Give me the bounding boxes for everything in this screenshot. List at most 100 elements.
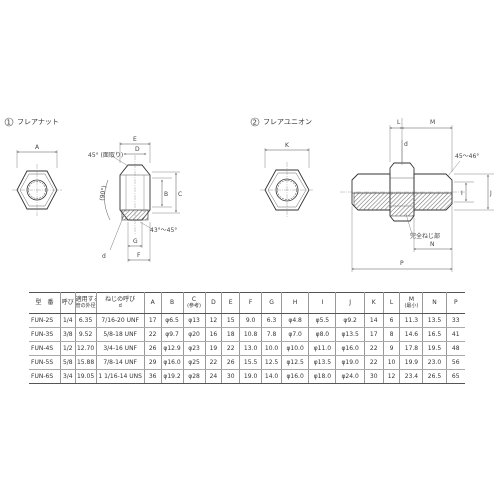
table-cell: 3/4-16 UNF	[96, 341, 145, 356]
fig2-title-text: フレアユニオン	[263, 118, 312, 126]
dim-K: K	[285, 142, 290, 149]
table-cell: 9.0	[239, 313, 263, 328]
header-main: N	[432, 298, 437, 306]
table-cell: 8	[383, 327, 401, 342]
fig1-title: 1 フレアナット	[4, 117, 59, 127]
table-cell: 6	[383, 313, 401, 328]
table-cell: 14	[364, 313, 384, 328]
table-cell: 12.70	[75, 341, 97, 356]
dim-A: A	[35, 144, 40, 151]
dim-d-union: d	[404, 141, 408, 148]
table-cell: 22	[364, 341, 384, 356]
table-cell: 65	[446, 369, 465, 384]
table-cell: φ9.7	[161, 327, 184, 342]
table-cell: 12	[205, 313, 223, 328]
table-header-11: H	[281, 292, 310, 314]
header-main: D	[211, 298, 216, 306]
table-header-10: G	[261, 292, 283, 314]
table-cell: 3/4	[60, 369, 76, 384]
spec-table: 型 番呼び適用する管の外径ねじの呼びdABC(参考)DEFGHIJKLM(最小)…	[29, 292, 465, 384]
table-cell: φ7.0	[281, 327, 310, 342]
table-cell: φ9.2	[335, 313, 365, 328]
table-header-9: F	[239, 292, 263, 314]
table-header-12: I	[308, 292, 337, 314]
table-header-2: 適用する管の外径	[75, 292, 97, 314]
table-cell: φ12.5	[281, 355, 310, 370]
table-header-8: E	[221, 292, 241, 314]
table-cell: 12	[383, 369, 401, 384]
table-header-18: P	[446, 292, 465, 314]
header-main: M	[408, 296, 415, 304]
table-header-0: 型 番	[29, 292, 61, 314]
table-cell: 26	[144, 341, 162, 356]
angle-union: 45～46°	[455, 153, 479, 160]
table-cell: 19.9	[399, 355, 424, 370]
table-cell: φ13.5	[308, 355, 337, 370]
angle-flare: 43°～45°	[150, 227, 177, 234]
table-cell: φ25	[183, 355, 206, 370]
header-sub: (参考)	[187, 302, 201, 309]
table-cell: 17	[364, 327, 384, 342]
table-cell: 10	[383, 355, 401, 370]
header-sub: d	[118, 302, 122, 309]
dim-D: D	[135, 146, 140, 153]
table-cell: 1/2	[60, 341, 76, 356]
table-cell: 22	[221, 341, 241, 356]
dim-N: N	[430, 241, 435, 248]
header-main: A	[150, 298, 155, 306]
header-main: J	[349, 298, 352, 306]
header-main: 型 番	[35, 298, 54, 306]
dim-P: P	[400, 260, 404, 267]
table-header-5: B	[161, 292, 184, 314]
table-cell: φ16.0	[335, 341, 365, 356]
table-cell: 10.0	[261, 341, 283, 356]
table-cell: FUN-6S	[29, 369, 61, 384]
table-cell: 9.52	[75, 327, 97, 342]
table-cell: 7/8-14 UNF	[96, 355, 145, 370]
table-cell: 19.05	[75, 369, 97, 384]
table-cell: 12.5	[261, 355, 283, 370]
table-cell: 19.5	[422, 341, 447, 356]
table-cell: 26	[221, 355, 241, 370]
table-cell: 30	[221, 369, 241, 384]
table-cell: 48	[446, 341, 465, 356]
dim-C: C	[178, 191, 182, 198]
table-header-13: J	[335, 292, 365, 314]
table-cell: φ13.5	[335, 327, 365, 342]
table-cell: φ19.2	[161, 369, 184, 384]
table-cell: 22	[205, 355, 223, 370]
table-cell: φ6.5	[161, 313, 184, 328]
table-cell: 41	[446, 327, 465, 342]
dim-F: F	[137, 252, 141, 259]
table-cell: 9	[383, 341, 401, 356]
table-cell: φ12.9	[161, 341, 184, 356]
table-cell: 1/4	[60, 313, 76, 328]
table-cell: 33	[446, 313, 465, 328]
table-cell: 23.0	[422, 355, 447, 370]
table-cell: FUN-2S	[29, 313, 61, 328]
table-cell: 16	[205, 327, 223, 342]
dim-B: B	[164, 191, 168, 198]
table-cell: 30	[364, 369, 384, 384]
table-cell: 19	[205, 341, 223, 356]
table-cell: φ4.8	[281, 313, 310, 328]
svg-text:1: 1	[7, 119, 11, 127]
table-cell: 7.8	[261, 327, 283, 342]
table-cell: 3/8	[60, 327, 76, 342]
dim-I: I	[461, 190, 463, 197]
header-main: B	[169, 298, 175, 306]
table-cell: φ16.0	[281, 369, 310, 384]
header-main: H	[292, 298, 298, 306]
table-cell: 6.3	[261, 313, 283, 328]
angle-chamfer: 45° (面取り)	[88, 152, 123, 159]
header-main: P	[453, 298, 458, 306]
table-cell: 24	[205, 369, 223, 384]
table-header-16: M(最小)	[399, 292, 424, 314]
dim-E: E	[133, 136, 137, 143]
table-cell: 13.0	[239, 341, 263, 356]
header-sub: (最小)	[404, 302, 419, 309]
thread-note: 完全ねじ部	[410, 232, 440, 240]
